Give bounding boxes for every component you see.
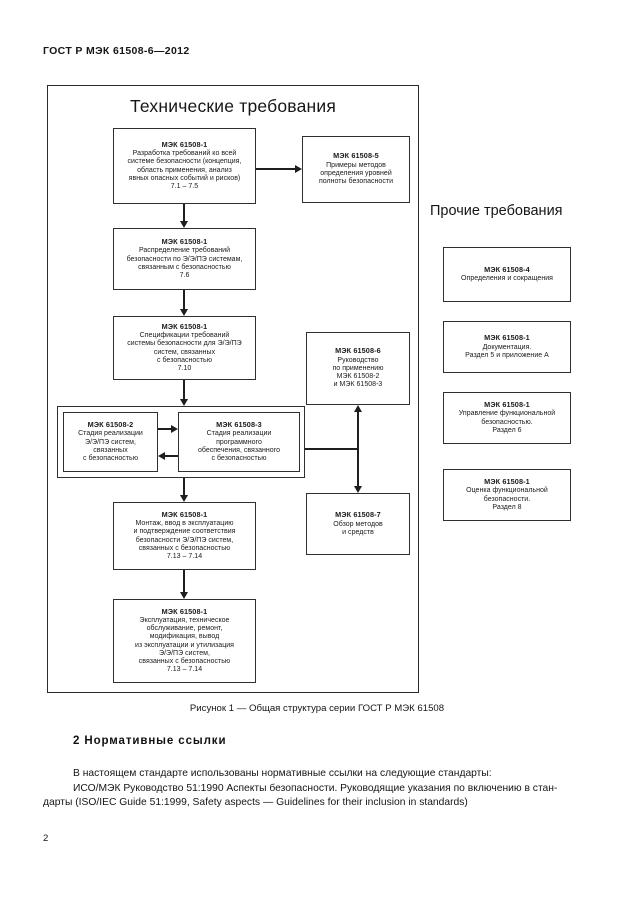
node-iec-61508-1-assessment: МЭК 61508-1 Оценка функциональной безопа…: [443, 469, 571, 521]
node-body: Распределение требований безопасности по…: [126, 247, 243, 279]
node-body: Примеры методов определения уровней полн…: [318, 161, 394, 186]
connector-n8-to-n9-arrowhead: [180, 592, 188, 599]
connector-group-to-n8-arrowhead: [180, 495, 188, 502]
connector-n2-to-n3-line: [183, 290, 185, 309]
node-title: МЭК 61508-6: [335, 346, 381, 356]
node-body: Спецификации требований системы безопасн…: [127, 332, 242, 373]
node-title: МЭК 61508-1: [161, 606, 208, 616]
connector-group-to-n8-line: [183, 478, 185, 495]
figure-title-other-requirements: Прочие требования: [430, 203, 563, 219]
node-iec-61508-1-management: МЭК 61508-1 Управление функциональной бе…: [443, 392, 571, 444]
connector-n4a-to-n4b-arrowhead: [171, 424, 178, 433]
node-title: МЭК 61508-1: [161, 236, 208, 246]
connector-n3-to-group-arrowhead: [180, 399, 188, 406]
connector-n3-to-group-line: [183, 380, 185, 399]
node-body: Руководство по применению МЭК 61508-2 и …: [332, 356, 384, 389]
node-iec-61508-6-guide: МЭК 61508-6 Руководство по применению МЭ…: [306, 332, 410, 405]
node-body: Оценка функциональной безопасности. Разд…: [466, 487, 548, 511]
node-title: МЭК 61508-7: [335, 510, 381, 520]
node-iec-61508-1-concept: МЭК 61508-1 Разработка требований ко все…: [113, 128, 256, 204]
node-title: МЭК 61508-3: [216, 419, 262, 429]
node-body: Эксплуатация, техническое обслуживание, …: [135, 617, 234, 674]
connector-n1-to-n5-line: [256, 168, 295, 170]
node-title: МЭК 61508-5: [333, 151, 379, 161]
connector-n1-to-n5-arrowhead: [295, 164, 302, 173]
node-body: Документация. Раздел 5 и приложение А: [465, 343, 549, 359]
node-title: МЭК 61508-1: [161, 139, 208, 149]
document-header-standard-code: ГОСТ Р МЭК 61508-6—2012: [43, 45, 190, 57]
connector-n1-to-n2-line: [183, 204, 185, 221]
node-iec-61508-7-overview: МЭК 61508-7 Обзор методов и средств: [306, 493, 410, 555]
section-heading-normative-references: 2 Нормативные ссылки: [73, 735, 227, 747]
figure-title-technical-requirements: Технические требования: [129, 96, 337, 116]
node-title: МЭК 61508-1: [484, 333, 530, 343]
connector-n4b-to-n4a-arrowhead: [158, 451, 165, 460]
paragraph-line-1: В настоящем стандарте использованы норма…: [73, 768, 492, 779]
node-iec-61508-5-examples: МЭК 61508-5 Примеры методов определения …: [302, 136, 410, 203]
node-body: Определения и сокращения: [461, 275, 553, 283]
node-body: Обзор методов и средств: [333, 520, 383, 536]
node-title: МЭК 61508-1: [484, 399, 530, 409]
section-body-text: В настоящем стандарте использованы норма…: [43, 767, 589, 811]
figure-caption: Рисунок 1 — Общая структура серии ГОСТ Р…: [189, 703, 445, 714]
node-title: МЭК 61508-1: [161, 321, 208, 331]
connector-n1-to-n2-arrowhead: [180, 221, 188, 228]
node-body: Разработка требований ко всей системе бе…: [127, 150, 242, 191]
connector-n8-to-n9-line: [183, 570, 185, 592]
connector-group-to-spine-line: [305, 448, 358, 450]
node-iec-61508-4-definitions: МЭК 61508-4 Определения и сокращения: [443, 247, 571, 302]
node-iec-61508-3-software-realization: МЭК 61508-3 Стадия реализации программно…: [178, 412, 300, 472]
paragraph-line-3: дарты (ISO/IEC Guide 51:1999, Safety asp…: [43, 797, 468, 809]
node-body: Управление функциональной безопасностью.…: [458, 410, 556, 434]
connector-spine-to-n6-arrowhead: [354, 405, 362, 412]
node-title: МЭК 61508-1: [161, 509, 208, 519]
connector-n4b-to-n4a-line: [165, 455, 178, 457]
node-iec-61508-1-specification: МЭК 61508-1 Спецификации требований сист…: [113, 316, 256, 380]
node-title: МЭК 61508-1: [484, 476, 530, 486]
node-iec-61508-1-installation: МЭК 61508-1 Монтаж, ввод в эксплуатацию …: [113, 502, 256, 570]
connector-n4a-to-n4b-line: [158, 428, 172, 430]
node-iec-61508-1-allocation: МЭК 61508-1 Распределение требований без…: [113, 228, 256, 290]
node-iec-61508-1-documentation: МЭК 61508-1 Документация. Раздел 5 и при…: [443, 321, 571, 373]
node-title: МЭК 61508-4: [484, 264, 530, 274]
connector-n2-to-n3-arrowhead: [180, 309, 188, 316]
node-title: МЭК 61508-2: [87, 419, 134, 429]
connector-spine-to-n7-arrowhead: [354, 486, 362, 493]
page-number: 2: [43, 833, 49, 844]
node-body: Стадия реализации программного обеспечен…: [197, 430, 281, 462]
node-body: Стадия реализации Э/Э/ПЭ систем, связанн…: [78, 430, 143, 462]
node-iec-61508-2-hardware-realization: МЭК 61508-2 Стадия реализации Э/Э/ПЭ сис…: [63, 412, 158, 472]
node-body: Монтаж, ввод в эксплуатацию и подтвержде…: [133, 520, 236, 561]
connector-spine-vertical: [357, 411, 359, 491]
node-iec-61508-1-operation: МЭК 61508-1 Эксплуатация, техническое об…: [113, 599, 256, 683]
paragraph-line-2: ИСО/МЭК Руководство 51:1990 Аспекты безо…: [73, 782, 558, 794]
